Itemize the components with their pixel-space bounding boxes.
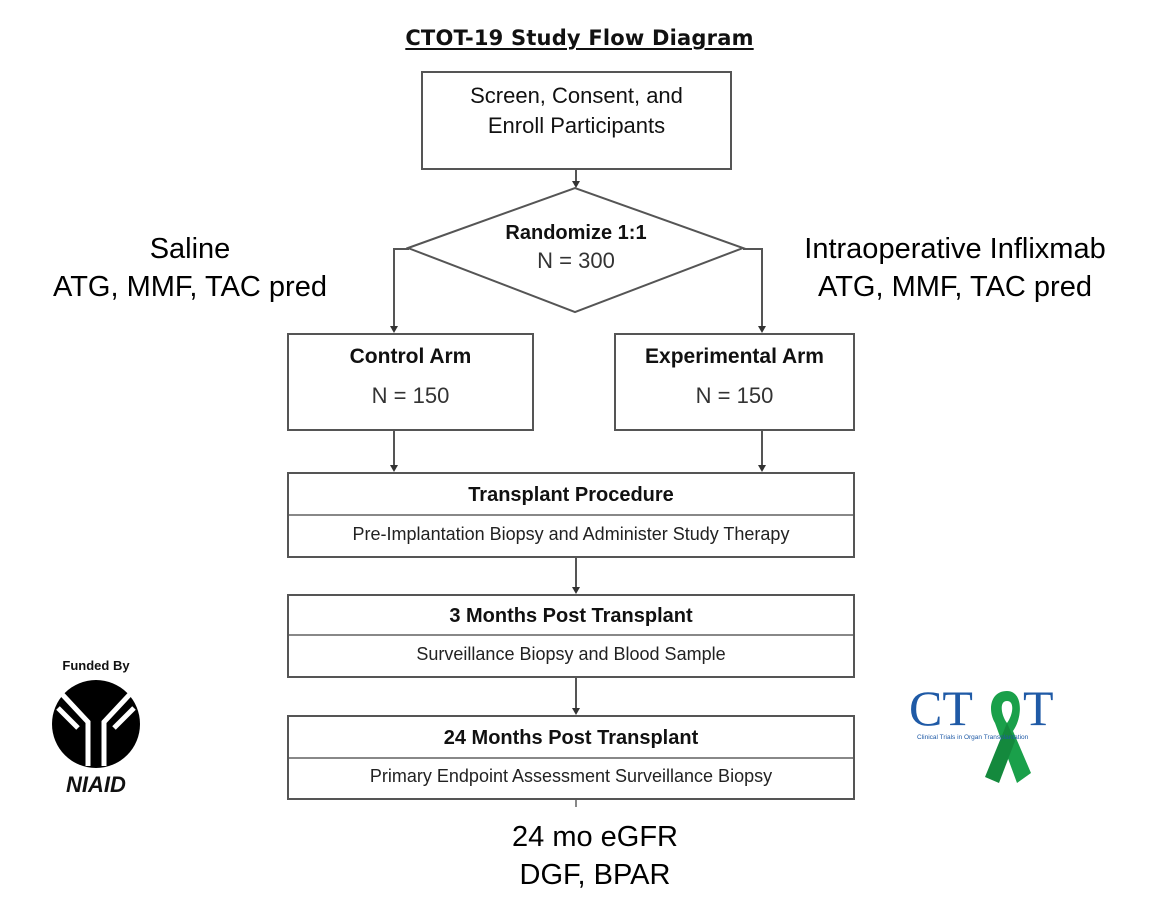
connector-transplant-month3 bbox=[575, 557, 577, 588]
control-arm-title: Control Arm bbox=[349, 345, 472, 368]
ctot-logo: CT T Clinical Trials in Organ Transplant… bbox=[905, 680, 1065, 795]
niaid-antibody-icon bbox=[52, 680, 140, 768]
randomize-n: N = 300 bbox=[537, 248, 615, 273]
diagram-title: CTOT-19 Study Flow Diagram bbox=[0, 26, 1159, 50]
month3-detail: Surveillance Biopsy and Blood Sample bbox=[416, 644, 726, 664]
control-regimen-annotation: Saline ATG, MMF, TAC pred bbox=[20, 230, 360, 306]
arrowhead bbox=[572, 181, 580, 188]
arrowhead bbox=[572, 587, 580, 594]
ctot-letters-left: CT bbox=[909, 680, 973, 736]
connector-to-control bbox=[393, 248, 395, 327]
connector-to-experimental bbox=[761, 248, 763, 327]
divider bbox=[289, 757, 853, 759]
divider bbox=[289, 634, 853, 636]
month3-title: 3 Months Post Transplant bbox=[449, 605, 693, 627]
connector-month3-month24 bbox=[575, 677, 577, 709]
arrowhead bbox=[758, 326, 766, 333]
randomize-diamond bbox=[406, 186, 746, 314]
month3-box: 3 Months Post Transplant Surveillance Bi… bbox=[287, 594, 855, 678]
enroll-box: Screen, Consent, and Enroll Participants bbox=[421, 71, 732, 170]
experimental-regimen-annotation: Intraoperative Inflixmab ATG, MMF, TAC p… bbox=[770, 230, 1140, 306]
niaid-name: NIAID bbox=[66, 772, 126, 797]
arrowhead bbox=[758, 465, 766, 472]
connector-enroll-randomize bbox=[575, 169, 577, 182]
niaid-logo: Funded By NIAID bbox=[40, 658, 152, 798]
arrowhead bbox=[390, 465, 398, 472]
divider bbox=[289, 514, 853, 516]
transplant-title: Transplant Procedure bbox=[468, 484, 674, 506]
experimental-arm-box: Experimental Arm N = 150 bbox=[614, 333, 855, 431]
control-regimen-line1: Saline bbox=[149, 233, 231, 265]
month24-box: 24 Months Post Transplant Primary Endpoi… bbox=[287, 715, 855, 800]
month24-detail: Primary Endpoint Assessment Surveillance… bbox=[369, 766, 773, 786]
endpoints-line2: DGF, BPAR bbox=[519, 859, 671, 891]
control-regimen-line2: ATG, MMF, TAC pred bbox=[53, 271, 327, 303]
randomize-title: Randomize 1:1 bbox=[505, 222, 647, 244]
connector-experimental-transplant bbox=[761, 430, 763, 466]
connector-control-transplant bbox=[393, 430, 395, 466]
connector-randomize-right bbox=[743, 248, 762, 250]
endpoints-line1: 24 mo eGFR bbox=[512, 821, 678, 853]
month24-title: 24 Months Post Transplant bbox=[443, 727, 699, 749]
arrowhead bbox=[390, 326, 398, 333]
control-arm-box: Control Arm N = 150 bbox=[287, 333, 534, 431]
experimental-arm-title: Experimental Arm bbox=[645, 345, 824, 368]
ribbon-icon bbox=[985, 691, 1031, 783]
ctot-letters-right: T bbox=[1023, 680, 1054, 736]
endpoints-annotation: 24 mo eGFR DGF, BPAR bbox=[440, 818, 750, 894]
experimental-regimen-line2: ATG, MMF, TAC pred bbox=[818, 271, 1092, 303]
transplant-detail: Pre-Implantation Biopsy and Administer S… bbox=[352, 524, 790, 544]
enroll-line2: Enroll Participants bbox=[487, 113, 666, 138]
randomize-text: Randomize 1:1 N = 300 bbox=[406, 220, 746, 276]
diagram-title-text: CTOT-19 Study Flow Diagram bbox=[405, 26, 754, 50]
control-arm-n: N = 150 bbox=[371, 383, 450, 408]
experimental-regimen-line1: Intraoperative Inflixmab bbox=[804, 233, 1106, 265]
enroll-line1: Screen, Consent, and bbox=[470, 83, 683, 108]
connector-month24-endpoints bbox=[575, 799, 577, 807]
connector-randomize-left bbox=[393, 248, 409, 250]
ctot-tagline: Clinical Trials in Organ Transplantation bbox=[917, 734, 1029, 741]
transplant-box: Transplant Procedure Pre-Implantation Bi… bbox=[287, 472, 855, 558]
experimental-arm-n: N = 150 bbox=[695, 383, 774, 408]
arrowhead bbox=[572, 708, 580, 715]
diamond-shape bbox=[406, 186, 746, 314]
niaid-caption: Funded By bbox=[62, 658, 130, 673]
